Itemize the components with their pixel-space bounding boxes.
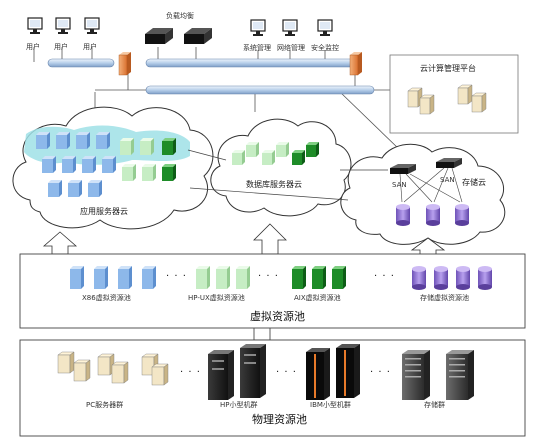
storage-cloud [340, 143, 506, 245]
san-label: SAN [392, 181, 407, 189]
platform-servers [407, 84, 487, 115]
san-switch-icon [390, 164, 416, 174]
storage-cloud-label: 存储云 [462, 178, 486, 187]
pc-servers [57, 351, 169, 386]
pc-group-label: PC服务器群 [86, 401, 124, 409]
cloud-platform-title: 云计算管理平台 [420, 64, 476, 73]
monitor-icon [55, 17, 71, 34]
user-label: 用户 [83, 43, 97, 51]
group-ellipsis: · · · [370, 367, 391, 378]
ops-label-security: 安全监控 [311, 44, 339, 52]
ops-label-network: 网络管理 [277, 44, 305, 52]
user-label: 用户 [54, 43, 68, 51]
group-ellipsis: · · · [180, 367, 201, 378]
x86-pool-label: X86虚拟资源池 [82, 294, 131, 302]
san-switch-icon [436, 158, 462, 168]
firewall-icon [349, 52, 362, 76]
monitor-icon [250, 19, 266, 36]
monitor-icon [84, 17, 100, 34]
load-balance-label: 负载均衡 [166, 12, 194, 20]
ibm-group-label: IBM小型机群 [310, 401, 351, 409]
monitor-icon [27, 17, 43, 34]
pool-ellipsis: · · · [374, 271, 395, 282]
firewall-icon [118, 52, 131, 76]
hpux-pool-label: HP-UX虚拟资源池 [188, 294, 245, 302]
aix-pool-label: AIX虚拟资源池 [294, 294, 341, 302]
storage-group-label: 存储群 [424, 401, 445, 409]
virtual-pool-title: 虚拟资源池 [250, 310, 305, 323]
db-vm-cluster [232, 142, 319, 165]
monitor-icon [282, 19, 298, 36]
storage-pool-label: 存储虚拟资源池 [420, 294, 469, 302]
ibm-minicomputers [306, 344, 360, 400]
x86-pool-icons [70, 266, 156, 289]
aix-pool-icons [292, 266, 346, 289]
load-balancer-devices [145, 28, 212, 44]
storage-pool-icons [412, 266, 492, 290]
ops-terminals [250, 19, 333, 36]
group-ellipsis: · · · [276, 367, 297, 378]
x86-vm-cluster [36, 132, 116, 197]
monitor-icon [317, 19, 333, 36]
hp-minicomputers [208, 344, 266, 400]
db-server-cloud [210, 118, 352, 217]
storage-arrays [402, 350, 474, 400]
network-bus-core [145, 85, 375, 95]
network-bus-middle [145, 58, 359, 68]
app-cloud-label: 应用服务器云 [80, 207, 128, 216]
user-label: 用户 [26, 43, 40, 51]
pool-ellipsis: · · · [258, 271, 279, 282]
load-balancer-icon [184, 28, 212, 44]
pool-ellipsis: · · · [166, 271, 187, 282]
network-bus-left [47, 58, 115, 68]
hpux-pool-icons [196, 266, 250, 289]
user-terminals [27, 17, 100, 34]
load-balancer-icon [145, 28, 173, 44]
cloud-links [187, 149, 388, 201]
physical-pool-title: 物理资源池 [252, 413, 307, 426]
hpux-vm-cluster [120, 138, 176, 181]
storage-cylinders [396, 204, 469, 226]
san-label: SAN [440, 176, 455, 184]
db-cloud-label: 数据库服务器云 [246, 180, 302, 189]
ops-label-system: 系统管理 [243, 44, 271, 52]
san-switches [390, 158, 463, 203]
hp-group-label: HP小型机群 [220, 401, 258, 409]
